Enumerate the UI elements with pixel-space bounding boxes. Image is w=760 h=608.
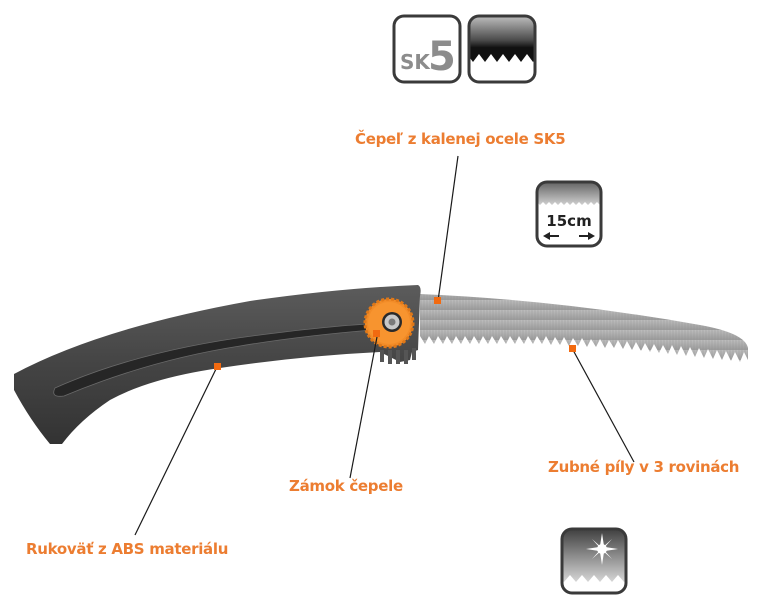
- svg-text:SK: SK: [400, 50, 431, 74]
- callout-teeth-label: Zubné píly v 3 rovinách: [548, 458, 740, 476]
- callout-blade-label: Čepeľ z kalenej ocele SK5: [355, 130, 566, 148]
- callout-markers: [214, 297, 576, 370]
- sk5-steel-icon: SK 5: [392, 14, 462, 84]
- svg-text:5: 5: [428, 34, 456, 80]
- callout-lock-label: Zámok čepele: [289, 477, 403, 495]
- coated-blade-shine-icon: [560, 527, 628, 595]
- callout-handle-label: Rukoväť z ABS materiálu: [26, 540, 229, 558]
- callout-leaders: [134, 155, 635, 536]
- blade-length-icon: 15cm: [535, 180, 603, 248]
- svg-text:15cm: 15cm: [546, 212, 591, 230]
- hardened-teeth-icon: [467, 14, 537, 84]
- blade-lock-knob: [363, 297, 415, 349]
- saw-blade: [420, 294, 748, 362]
